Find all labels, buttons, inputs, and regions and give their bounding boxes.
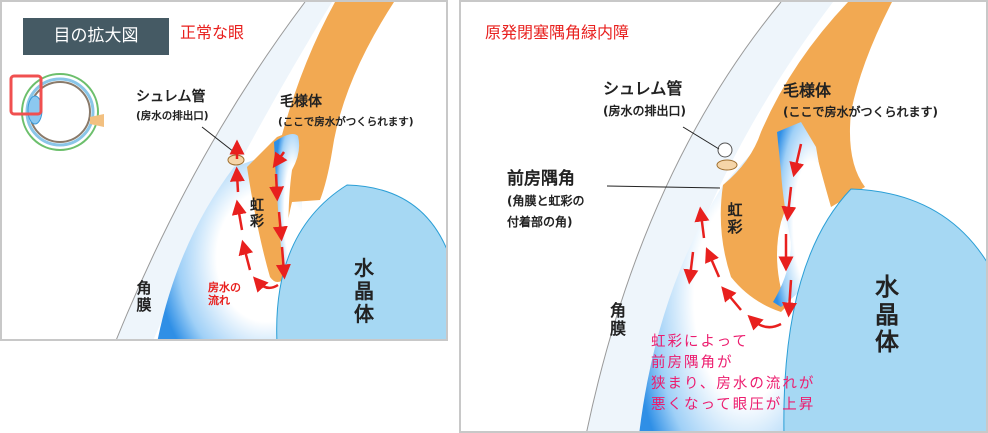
flow-arrow [252, 276, 279, 293]
lens [276, 184, 446, 339]
ciliary-note: (ここで房水がつくられます) [783, 105, 938, 119]
explanation-line: 虹彩によって [651, 334, 749, 350]
angle-closure-glaucoma-panel: 原発閉塞隅角緑内障 シュレム管 (房水の排出口) 毛様体 (ここで房水がつくられ… [459, 0, 988, 433]
flow-arrow [229, 166, 245, 193]
flow-arrow [272, 151, 288, 169]
lens-label: 水晶体 [354, 256, 374, 326]
flow-label: 房水の流れ [208, 281, 241, 307]
explanation-line: 狭まり、房水の流れが [651, 376, 816, 392]
schlemm-note: (房水の排出口) [136, 110, 209, 122]
panel-title: 正常な眼 [180, 23, 245, 42]
glaucoma-eye-illustration [586, 2, 986, 431]
trabecular-meshwork [716, 159, 738, 171]
mini-eye-icon [9, 73, 104, 151]
flow-arrow [269, 173, 285, 202]
angle-pointer-line [606, 185, 721, 189]
ciliary-label: 毛様体 [783, 81, 832, 100]
normal-eye-panel: 目の拡大図 正常な眼 シュレム管 (房水の排出口) 毛様体 (ここで房水がつくら… [0, 0, 448, 341]
cornea-band [116, 2, 332, 339]
flow-arrow [238, 239, 254, 271]
posterior-chamber [274, 134, 300, 278]
lens [783, 188, 986, 431]
aqueous-flow-arrows [683, 143, 804, 331]
normal-eye-illustration [9, 2, 446, 339]
flow-arrow [721, 286, 742, 311]
cornea-label: 角膜 [609, 301, 626, 339]
flow-arrow [705, 247, 721, 278]
aqueous-flow-arrows [229, 139, 291, 293]
schlemm-pointer-line [201, 126, 235, 153]
explanation-text: 虹彩によって 前房隅角が 狭まり、房水の流れが 悪くなって眼圧が上昇 [651, 332, 815, 416]
schlemm-label: シュレム管 [603, 79, 683, 98]
iris-label: 虹彩 [250, 198, 264, 231]
cornea-outline [586, 2, 782, 431]
schlemm-note: (房水の排出口) [603, 104, 686, 118]
explanation-line: 悪くなって眼圧が上昇 [651, 397, 816, 413]
ciliary-label: 毛様体 [280, 94, 322, 110]
flow-arrow [789, 143, 804, 178]
ciliary-note: (ここで房水がつくられます) [278, 116, 414, 128]
angle-note-line2: 付着部の角) [507, 215, 573, 229]
angle-note-line1: (角膜と虹彩の [507, 194, 585, 208]
cornea-label: 角膜 [136, 279, 152, 315]
cornea-outline [116, 2, 306, 339]
flow-arrow [747, 314, 782, 331]
flow-arrow [781, 186, 797, 222]
zoom-region-marker [9, 74, 43, 116]
flow-arrow [231, 199, 247, 231]
angle-label: 前房隅角 [507, 169, 575, 189]
flow-arrow [275, 246, 291, 280]
flow-arrow [272, 211, 288, 242]
badge: 目の拡大図 [23, 18, 169, 55]
panel-title: 原発閉塞隅角緑内障 [485, 23, 630, 42]
flow-arrow [683, 251, 699, 285]
flow-arrow [782, 279, 797, 318]
explanation-line: 前房隅角が [651, 355, 734, 371]
cornea-band [586, 2, 833, 431]
schlemm-canal [717, 142, 733, 158]
schlemm-label: シュレム管 [136, 89, 206, 105]
flow-arrow [694, 206, 710, 239]
schlemm-pointer-line [682, 126, 720, 150]
iris-label: 虹彩 [727, 201, 743, 237]
lens-label: 水晶体 [875, 273, 899, 357]
